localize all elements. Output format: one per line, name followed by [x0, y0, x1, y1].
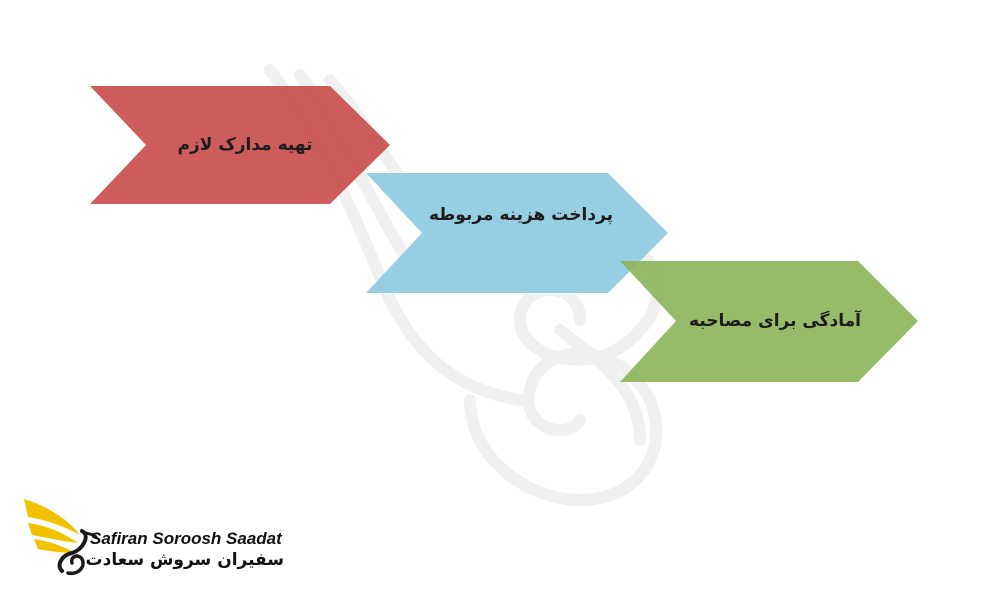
brand-name-persian: سفیران سروش سعادت: [85, 550, 284, 570]
step-2-chevron: [366, 173, 668, 293]
step-pay-fees: پرداخت هزینه مربوطه: [366, 173, 668, 293]
step-prepare-documents: تهیه مدارک لازم: [90, 86, 390, 204]
step-interview-preparation: آمادگی برای مصاحبه: [620, 261, 918, 382]
step-1-chevron: [90, 86, 390, 204]
wing-bird-icon: [24, 499, 98, 576]
step-1-label: تهیه مدارک لازم: [177, 135, 313, 155]
brand-name-english: Safiran Soroosh Saadat: [90, 529, 282, 548]
step-1-arrow-shape: [90, 86, 390, 204]
step-2-label: پرداخت هزینه مربوطه: [428, 205, 614, 225]
step-2-arrow-shape: [366, 173, 668, 293]
step-3-label: آمادگی برای مصاحبه: [689, 311, 861, 331]
step-3-arrow-shape: [620, 261, 918, 382]
step-3-chevron: [620, 261, 918, 382]
company-logo: Safiran Soroosh Saadat سفیران سروش سعادت: [22, 495, 292, 580]
